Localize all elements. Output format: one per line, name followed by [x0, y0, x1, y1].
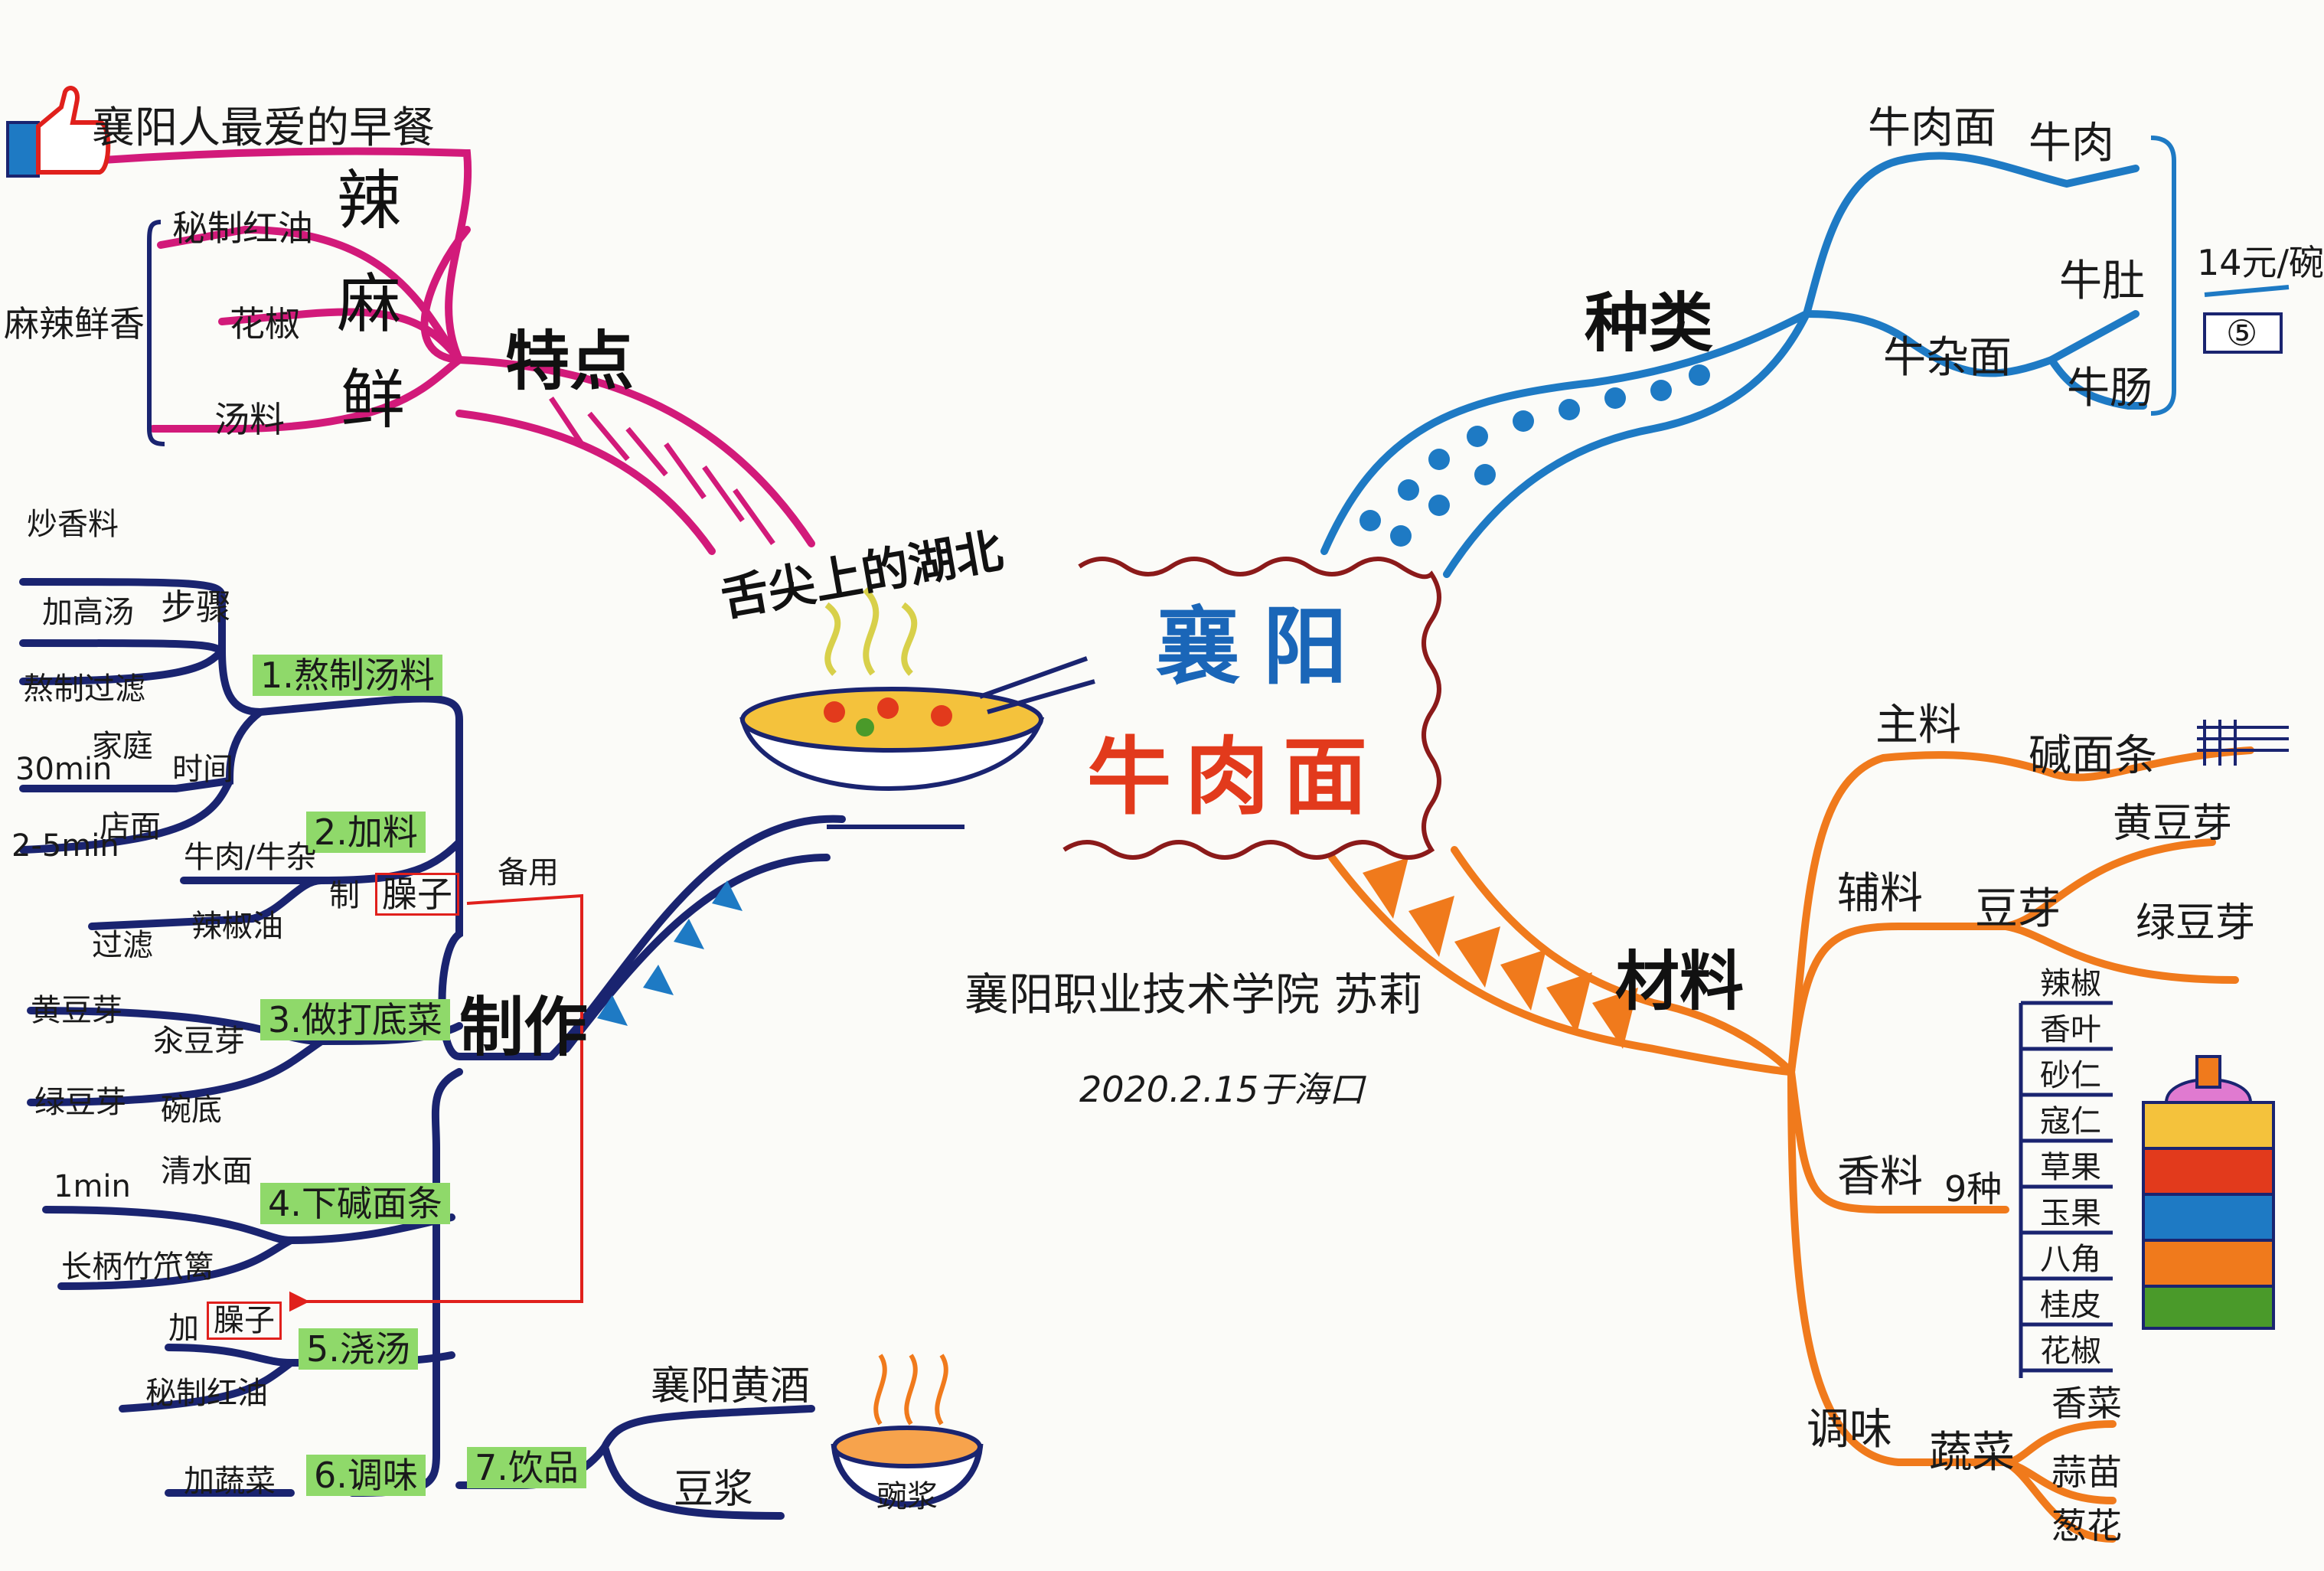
types-title: 种类 — [1585, 286, 1714, 361]
step3-sprout-2: 绿豆芽 — [34, 1085, 126, 1120]
material-main: 主料 — [1875, 701, 1961, 750]
types-price: 14元/碗 — [2197, 242, 2324, 283]
step1-sub1-item-2: 加高汤 — [42, 595, 134, 630]
spice-item-5: 草果 — [2040, 1150, 2101, 1185]
features-bracket — [147, 220, 165, 446]
making-step-3: 3.做打底菜 — [260, 999, 450, 1040]
features-group: 麻辣鲜香 — [4, 303, 145, 345]
thumbs-up-icon — [6, 86, 111, 178]
spice-item-7: 八角 — [2040, 1242, 2101, 1277]
step1-sub1-item-1: 炒香料 — [27, 507, 119, 542]
type-group-1: 牛肉面 — [1868, 103, 1996, 153]
credit-author: 襄阳职业技术学院 苏莉 — [965, 968, 1423, 1021]
type-item-1-1: 牛肉 — [2029, 119, 2114, 168]
center-title-line2: 牛肉面 — [1087, 728, 1381, 826]
making-arrows — [597, 880, 743, 1026]
noodle-bowl-illustration — [739, 587, 1095, 829]
step4-item-2: 长柄竹笊篱 — [61, 1249, 214, 1285]
material-season-sub: 蔬菜 — [1929, 1428, 2015, 1478]
step7-bowl: 豌浆 — [876, 1479, 938, 1514]
making-step-4: 4.下碱面条 — [260, 1183, 450, 1224]
step2-item-2: 辣椒油 — [191, 909, 283, 944]
step7-item-1: 襄阳黄酒 — [651, 1364, 811, 1409]
step1-sub2: 时间 — [172, 752, 233, 787]
materials-branch — [1328, 746, 2254, 1543]
season-item-3: 葱花 — [2051, 1505, 2122, 1547]
making-step-7: 7.饮品 — [467, 1447, 586, 1488]
making-step-6: 6.调味 — [306, 1455, 426, 1496]
step3-item-1: 汆豆芽 — [153, 1024, 245, 1059]
feature-trait-2: 麻 — [337, 266, 402, 341]
step2-make: 制 — [329, 878, 360, 913]
type-item-2-1: 牛肚 — [2059, 256, 2145, 306]
spice-jar-illustration — [2142, 1055, 2275, 1330]
material-spice: 香料 — [1837, 1152, 1923, 1202]
features-title: 特点 — [505, 324, 635, 399]
material-aux-sub: 豆芽 — [1975, 884, 2061, 934]
materials-title: 材料 — [1615, 944, 1745, 1019]
spice-list-lines — [2019, 1001, 2113, 1378]
types-bracket — [2150, 136, 2176, 416]
type-group-2: 牛杂面 — [1883, 333, 2012, 383]
spice-item-1: 辣椒 — [2040, 966, 2101, 1001]
types-branch — [1320, 152, 2147, 578]
center-frame — [1062, 557, 1441, 860]
reserve-path — [289, 893, 583, 1312]
spice-item-4: 寇仁 — [2040, 1104, 2101, 1139]
spice-item-2: 香叶 — [2040, 1012, 2101, 1047]
material-season: 调味 — [1807, 1405, 1892, 1455]
step1-place-2: 店面 — [100, 809, 161, 844]
feature-source-2: 花椒 — [230, 303, 300, 345]
material-spice-count: 9种 — [1944, 1168, 2002, 1210]
step1-place-1: 家庭 — [92, 729, 153, 764]
making-title: 制作 — [459, 990, 589, 1065]
step1-time-1: 30min — [15, 752, 113, 787]
making-step-1: 1.熬制汤料 — [253, 655, 442, 696]
material-aux-item-1: 黄豆芽 — [2113, 801, 2233, 847]
feature-trait-3: 鲜 — [341, 362, 406, 437]
step5-add: 加 — [168, 1311, 199, 1346]
spice-item-3: 砂仁 — [2040, 1058, 2101, 1093]
type-item-2-2: 牛肠 — [2067, 364, 2153, 413]
features-branch — [88, 147, 815, 555]
material-aux-item-2: 绿豆芽 — [2136, 900, 2256, 946]
soymilk-bowl-illustration — [831, 1354, 984, 1507]
features-stripes — [549, 397, 775, 546]
spice-item-9: 花椒 — [2040, 1334, 2101, 1369]
step5-oil: 秘制红油 — [145, 1376, 268, 1411]
feature-source-1: 秘制红油 — [172, 207, 313, 249]
step3-sprout-1: 黄豆芽 — [31, 993, 122, 1028]
step2-sauce: 臊子 — [375, 873, 459, 916]
types-price-symbol: ⑤ — [2226, 312, 2258, 354]
spice-item-8: 桂皮 — [2040, 1288, 2101, 1323]
making-step-2: 2.加料 — [306, 812, 426, 853]
making-step-5: 5.浇汤 — [299, 1328, 418, 1370]
step5-sauce: 臊子 — [207, 1302, 282, 1340]
step2-filter: 过滤 — [92, 928, 153, 963]
step1-time-2: 2-5min — [11, 828, 119, 864]
center-title-line1: 襄阳 — [1156, 598, 1370, 696]
season-item-2: 蒜苗 — [2051, 1452, 2122, 1493]
step4-time: 1min — [54, 1169, 131, 1204]
material-main-item: 碱面条 — [2029, 731, 2157, 781]
price-note — [2203, 285, 2290, 354]
step1-sub1-item-3: 熬制过滤 — [23, 671, 145, 707]
noodle-strands-icon — [2197, 720, 2289, 766]
material-aux: 辅料 — [1837, 869, 1923, 919]
materials-triangles — [1363, 857, 1638, 1049]
step7-item-2: 豆浆 — [674, 1467, 754, 1513]
step2-item-1: 牛肉/牛杂 — [184, 840, 317, 875]
types-dots — [1359, 364, 1710, 547]
features-top-note: 襄阳人最爱的早餐 — [92, 103, 435, 153]
step2-reserve: 备用 — [498, 855, 559, 890]
step6-item: 加蔬菜 — [184, 1464, 276, 1499]
credit-date: 2020.2.15于海口 — [1079, 1069, 1365, 1110]
feature-trait-1: 辣 — [337, 163, 402, 238]
spice-item-6: 玉果 — [2040, 1196, 2101, 1231]
step1-sub1: 步骤 — [161, 586, 231, 628]
step4-item-1: 清水面 — [161, 1154, 253, 1189]
step3-item-2: 碗底 — [161, 1093, 222, 1128]
feature-source-3: 汤料 — [214, 399, 285, 440]
season-item-1: 香菜 — [2051, 1383, 2122, 1424]
